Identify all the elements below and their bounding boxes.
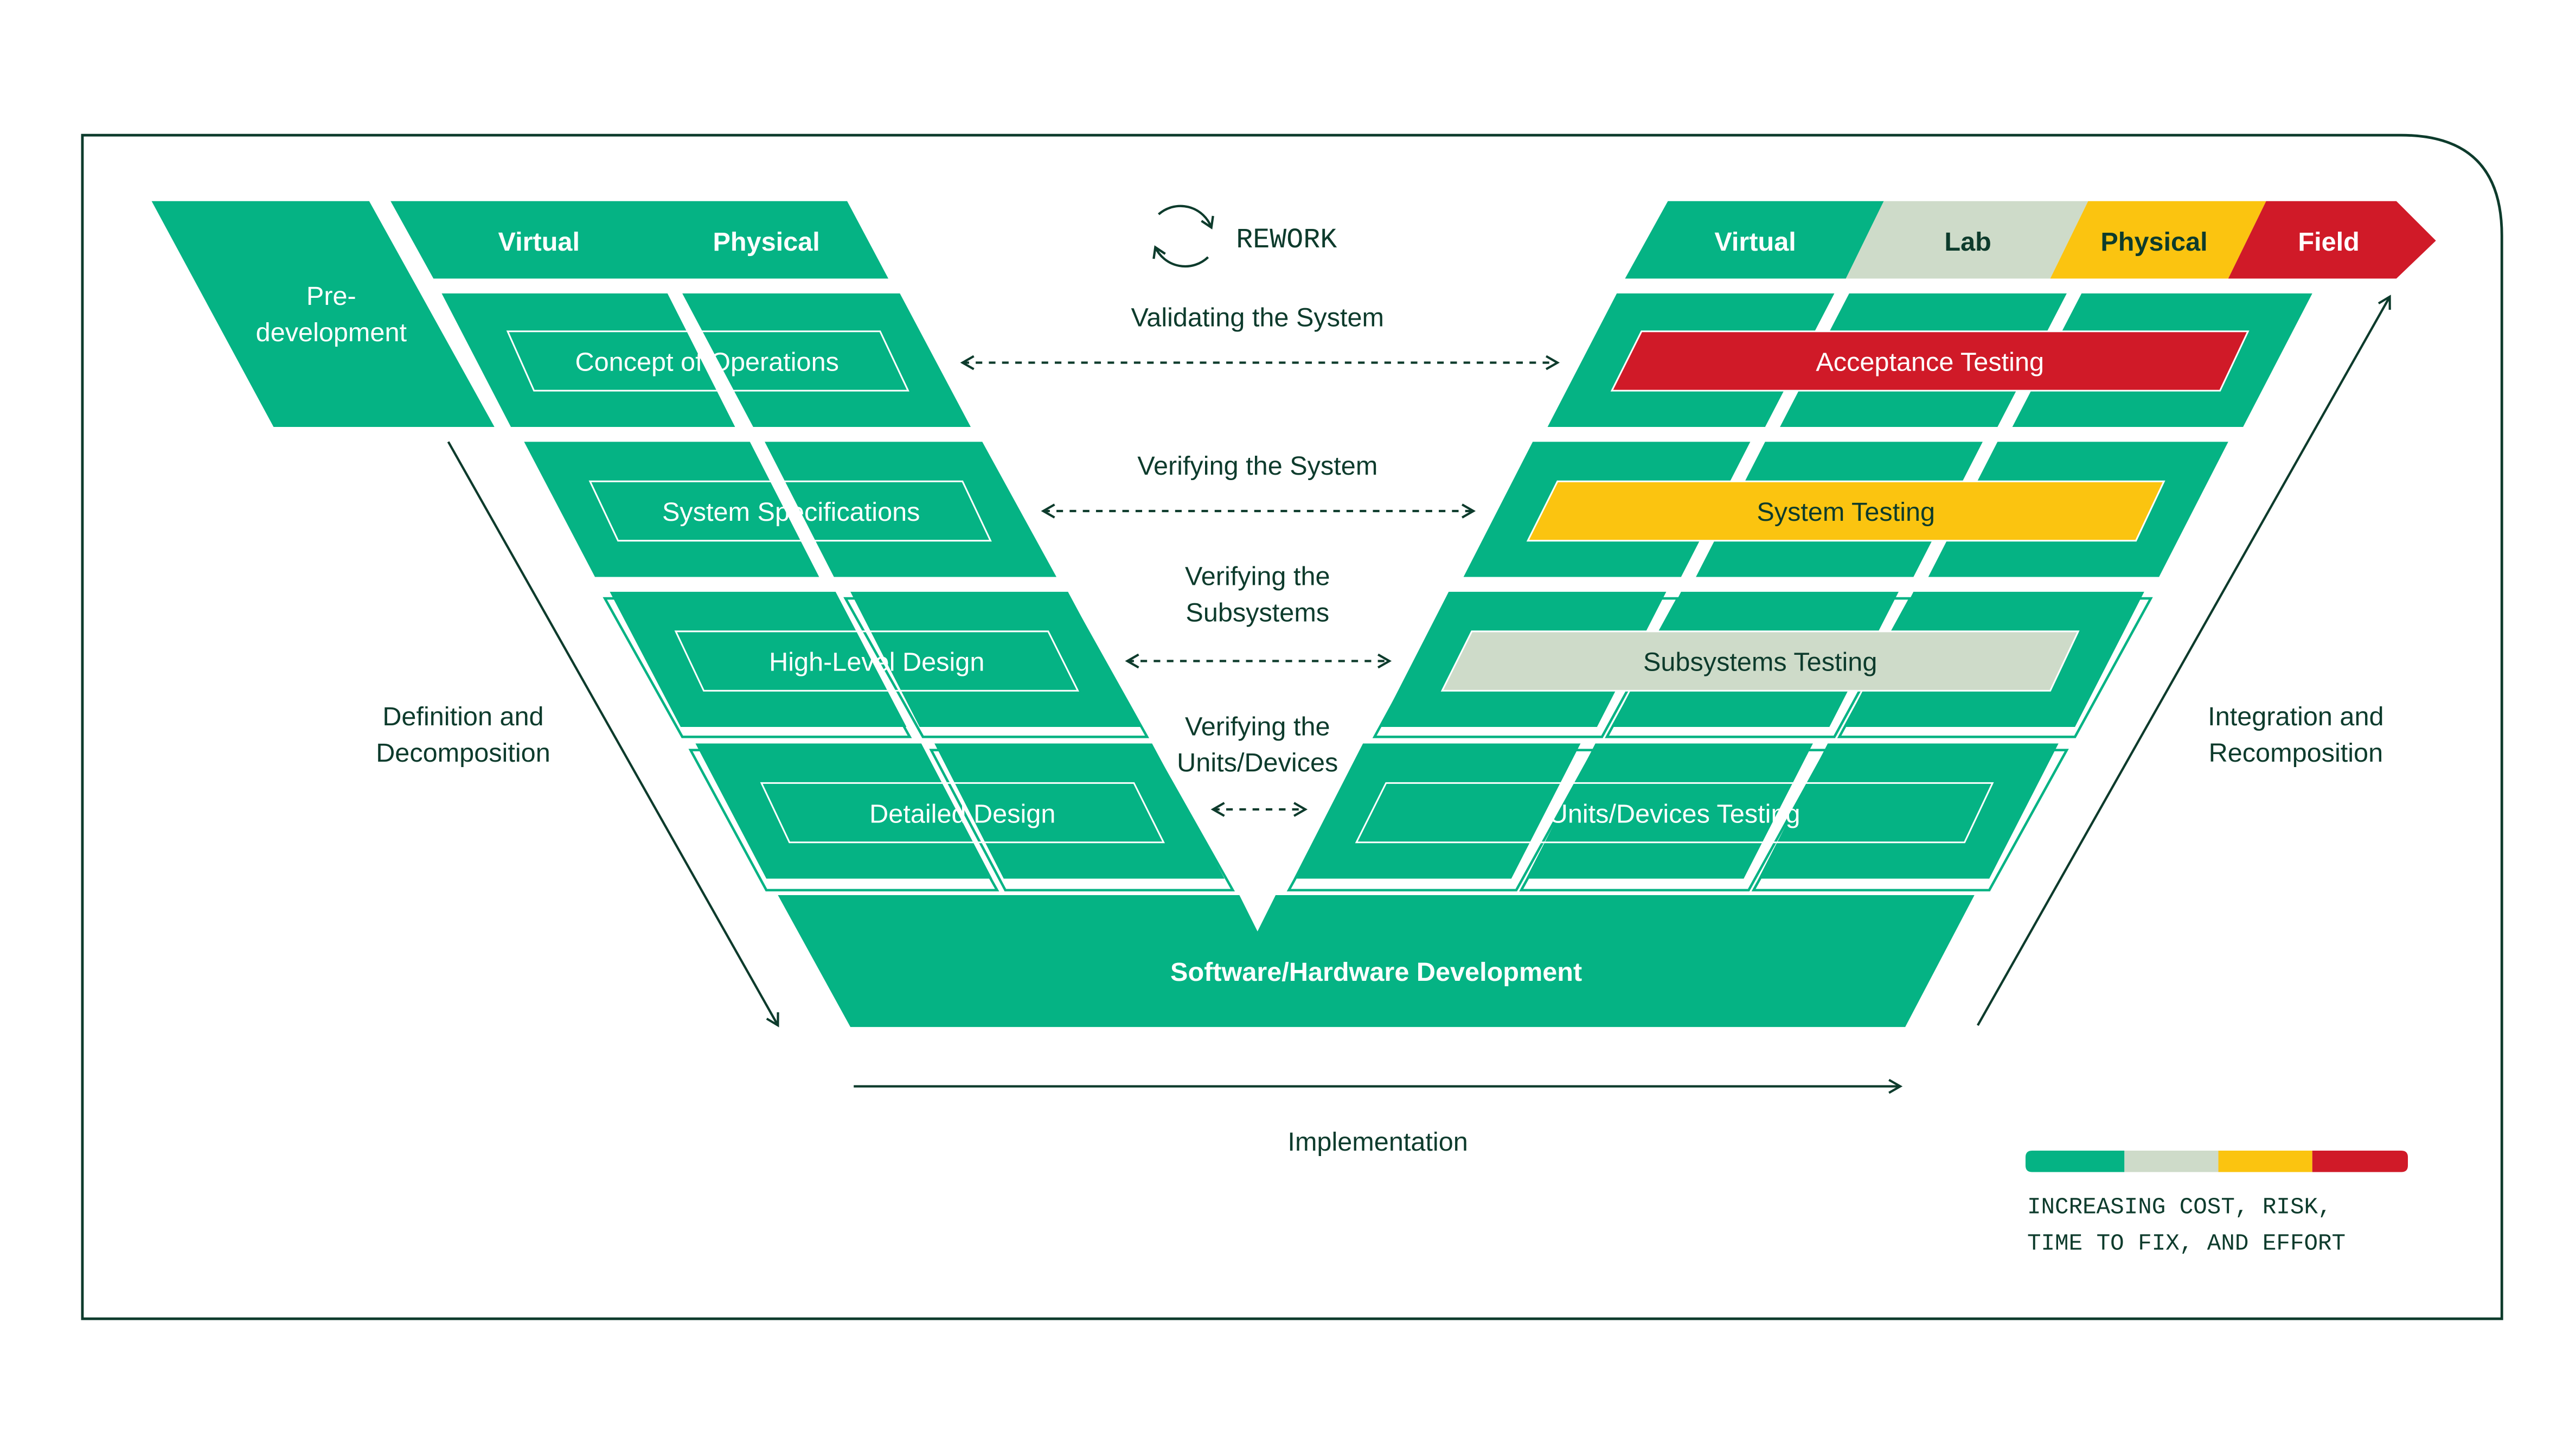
right-header-lab-label: Lab: [1944, 227, 1991, 257]
system-spec-label: System Specifications: [662, 497, 920, 527]
acceptance-label: Acceptance Testing: [1816, 348, 2044, 377]
right-header-field: [2228, 201, 2436, 279]
verifying-subsystems-label-1: Verifying the: [1185, 562, 1330, 591]
predevelopment-label-1: Pre-: [306, 282, 356, 311]
verifying-system-label: Verifying the System: [1137, 451, 1377, 481]
left-header-virtual: Virtual: [498, 227, 580, 257]
integration-arrow: [1976, 295, 2391, 1026]
detailed-cell-virtual: [695, 743, 992, 879]
predevelopment-label-2: development: [256, 318, 407, 347]
right-header-physical-label: Physical: [2100, 227, 2207, 257]
integration-label-1: Integration and: [2208, 702, 2383, 731]
rework-label: REWORK: [1236, 224, 1337, 256]
right-header-field-label: Field: [2298, 227, 2359, 257]
right-header-lab: [1846, 201, 2088, 279]
definition-label-1: Definition and: [382, 702, 543, 731]
legend-label-2: TIME TO FIX, AND EFFORT: [2027, 1230, 2346, 1256]
integration-label-2: Recomposition: [2209, 738, 2383, 768]
concept-cell-physical: [682, 293, 971, 427]
units-label: Units/Devices Testing: [1549, 799, 1800, 828]
diagram-frame: [81, 133, 2503, 1320]
implementation-label: Implementation: [1287, 1127, 1468, 1157]
system-testing-box: [1526, 480, 2165, 542]
high-level-cell-virtual: [610, 591, 907, 727]
right-header-physical: [2050, 201, 2266, 279]
right-header-virtual: [1625, 201, 1884, 279]
concept-label: Concept of Operations: [575, 348, 839, 377]
right-header-virtual-label: Virtual: [1714, 227, 1796, 257]
concept-box: [506, 330, 909, 392]
development-label: Software/Hardware Development: [1170, 958, 1582, 987]
units-cell-1: [1293, 743, 1581, 879]
definition-arrow: [447, 441, 779, 1027]
high-level-cell-physical: [850, 591, 1141, 727]
subsystems-box: [1440, 630, 2080, 692]
verifying-subsystems-label-2: Subsystems: [1186, 598, 1329, 628]
high-level-box: [674, 630, 1079, 692]
units-cell-3: [1758, 743, 2059, 879]
detailed-box: [760, 782, 1165, 844]
concept-cell-virtual: [441, 293, 735, 427]
verifying-units-label-1: Verifying the: [1185, 712, 1330, 741]
legend-label-1: INCREASING COST, RISK,: [2027, 1194, 2332, 1220]
system-spec-box: [588, 480, 992, 542]
subsystems-label: Subsystems Testing: [1643, 648, 1877, 677]
validating-system-label: Validating the System: [1131, 303, 1384, 333]
verifying-units-label-2: Units/Devices: [1177, 748, 1338, 777]
high-level-label: High-Level Design: [769, 648, 984, 677]
left-header-physical: Physical: [713, 227, 820, 257]
development-block: [778, 895, 1975, 1027]
system-spec-cell-virtual: [524, 442, 819, 577]
detailed-cell-physical: [934, 743, 1225, 879]
left-header-bar: [390, 201, 889, 279]
system-spec-cell-physical: [765, 442, 1057, 577]
rework-icon: [1152, 205, 1214, 268]
definition-label-2: Decomposition: [376, 738, 550, 768]
units-cell-2: [1526, 743, 1813, 879]
units-box: [1355, 782, 1994, 844]
detailed-label: Detailed Design: [869, 799, 1055, 828]
acceptance-box: [1610, 330, 2250, 392]
predevelopment-block: [151, 201, 495, 427]
system-testing-label: System Testing: [1757, 497, 1935, 527]
cost-legend-bar: [2025, 1150, 2408, 1172]
